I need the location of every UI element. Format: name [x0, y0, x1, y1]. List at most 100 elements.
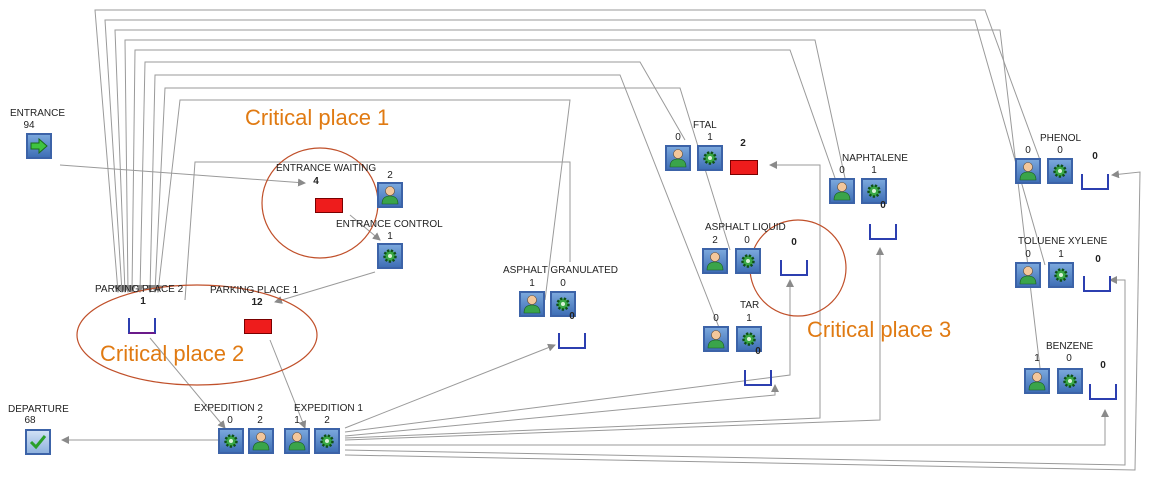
expedition-1-machine-count: 2: [324, 415, 330, 426]
toluene-xylene-worker-count: 0: [1025, 249, 1031, 260]
benzene-queue[interactable]: [1089, 384, 1117, 400]
expedition-1-label: EXPEDITION 1: [294, 403, 363, 414]
entrance-waiting-count: 4: [313, 176, 319, 187]
entrance-label: ENTRANCE: [10, 108, 66, 119]
loop-phenol: [94, 9, 1041, 293]
gear-icon[interactable]: [861, 178, 887, 204]
gear-icon[interactable]: [735, 248, 761, 274]
parking-place-1-queue[interactable]: [244, 319, 272, 334]
phenol-queue-count: 0: [1092, 151, 1098, 162]
asphalt-liquid-label: ASPHALT LIQUID: [705, 222, 786, 233]
entrance-control-label: ENTRANCE CONTROL: [336, 219, 443, 230]
asphalt-granulated-label: ASPHALT GRANULATED: [503, 265, 619, 276]
phenol-label: PHENOL: [1040, 133, 1082, 144]
expedition-2-worker-count: 2: [257, 415, 263, 426]
expedition-1-worker-count: 1: [294, 415, 300, 426]
worker-icon[interactable]: [829, 178, 855, 204]
tar-queue-count: 0: [755, 346, 761, 357]
parking-place-2-queue[interactable]: [128, 318, 156, 334]
gear-icon[interactable]: [377, 243, 403, 269]
gear-icon[interactable]: [1047, 158, 1073, 184]
gear-icon[interactable]: [314, 428, 340, 454]
asphalt-liquid-machine-count: 0: [744, 235, 750, 246]
asphalt-granulated-worker-count: 1: [529, 278, 535, 289]
gear-icon[interactable]: [218, 428, 244, 454]
asphalt-liquid-queue[interactable]: [780, 260, 808, 276]
toluene-xylene-label: TOLUENE XYLENE: [1018, 236, 1108, 247]
gear-icon[interactable]: [1048, 262, 1074, 288]
entrance-control-machine-count: 1: [387, 231, 393, 242]
ftal-label: FTAL: [693, 120, 717, 131]
worker-icon[interactable]: [284, 428, 310, 454]
asphalt-granulated-queue[interactable]: [558, 333, 586, 349]
gear-icon[interactable]: [1057, 368, 1083, 394]
checkmark-icon[interactable]: [25, 429, 51, 455]
toluene-xylene-machine-count: 1: [1058, 249, 1064, 260]
gear-icon[interactable]: [550, 291, 576, 317]
benzene-label: BENZENE: [1046, 341, 1094, 352]
gear-icon[interactable]: [736, 326, 762, 352]
asphalt-granulated-machine-count: 0: [560, 278, 566, 289]
naphtalene-label: NAPHTALENE: [842, 153, 908, 164]
critical-place-2-circle: [76, 284, 318, 386]
ftal-worker-count: 0: [675, 132, 681, 143]
loop-benzene: [114, 29, 1041, 369]
loop-naphtalene-a: [123, 39, 846, 293]
worker-icon[interactable]: [702, 248, 728, 274]
worker-icon[interactable]: [1024, 368, 1050, 394]
tar-queue[interactable]: [744, 370, 772, 386]
asphalt-liquid-queue-count: 0: [791, 237, 797, 248]
worker-icon[interactable]: [703, 326, 729, 352]
asphalt-liquid-worker-count: 2: [712, 235, 718, 246]
parking-place-2-count: 1: [140, 296, 146, 307]
benzene-worker-count: 1: [1034, 353, 1040, 364]
expedition-2-label: EXPEDITION 2: [194, 403, 263, 414]
worker-icon[interactable]: [519, 291, 545, 317]
loop-asphalt-liquid: [151, 87, 731, 293]
worker-icon[interactable]: [248, 428, 274, 454]
loop-naphtalene-b: [128, 49, 836, 293]
entrance-count: 94: [23, 120, 35, 131]
naphtalene-worker-count: 0: [839, 165, 845, 176]
arrow-right-icon[interactable]: [26, 133, 52, 159]
departure-label: DEPARTURE: [8, 404, 69, 415]
loop-asphalt-granulated: [154, 99, 571, 301]
tar-label: TAR: [740, 300, 760, 311]
gear-icon[interactable]: [697, 145, 723, 171]
ftal-queue-count: 2: [740, 138, 746, 149]
loop-toluene: [104, 19, 1046, 293]
tar-worker-count: 0: [713, 313, 719, 324]
benzene-queue-count: 0: [1100, 360, 1106, 371]
loop-tar: [146, 74, 721, 331]
worker-icon[interactable]: [377, 182, 403, 208]
critical-place-2-label: Critical place 2: [100, 341, 245, 366]
critical-place-1-label: Critical place 1: [245, 105, 390, 130]
loop-ftal: [136, 61, 686, 293]
entrance-waiting-queue[interactable]: [315, 198, 343, 213]
worker-icon[interactable]: [1015, 262, 1041, 288]
phenol-worker-count: 0: [1025, 145, 1031, 156]
entrance-control-worker-count: 2: [387, 170, 393, 181]
naphtalene-machine-count: 1: [871, 165, 877, 176]
asphalt-granulated-queue-count: 0: [569, 311, 575, 322]
toluene-xylene-queue-count: 0: [1095, 254, 1101, 265]
parking-place-2-label: PARKING PLACE 2: [95, 284, 184, 295]
parking-place-1-count: 12: [251, 297, 263, 308]
benzene-machine-count: 0: [1066, 353, 1072, 364]
expedition-2-machine-count: 0: [227, 415, 233, 426]
ftal-queue[interactable]: [730, 160, 758, 175]
naphtalene-queue-count: 0: [880, 200, 886, 211]
naphtalene-queue[interactable]: [869, 224, 897, 240]
phenol-machine-count: 0: [1057, 145, 1063, 156]
departure-count: 68: [24, 415, 36, 426]
ftal-machine-count: 1: [707, 132, 713, 143]
worker-icon[interactable]: [1015, 158, 1041, 184]
entrance-waiting-label: ENTRANCE WAITING: [276, 163, 377, 174]
phenol-queue[interactable]: [1081, 174, 1109, 190]
parking-place-1-label: PARKING PLACE 1: [210, 285, 299, 296]
critical-place-3-label: Critical place 3: [807, 317, 952, 342]
toluene-xylene-queue[interactable]: [1083, 276, 1111, 292]
worker-icon[interactable]: [665, 145, 691, 171]
tar-machine-count: 1: [746, 313, 752, 324]
